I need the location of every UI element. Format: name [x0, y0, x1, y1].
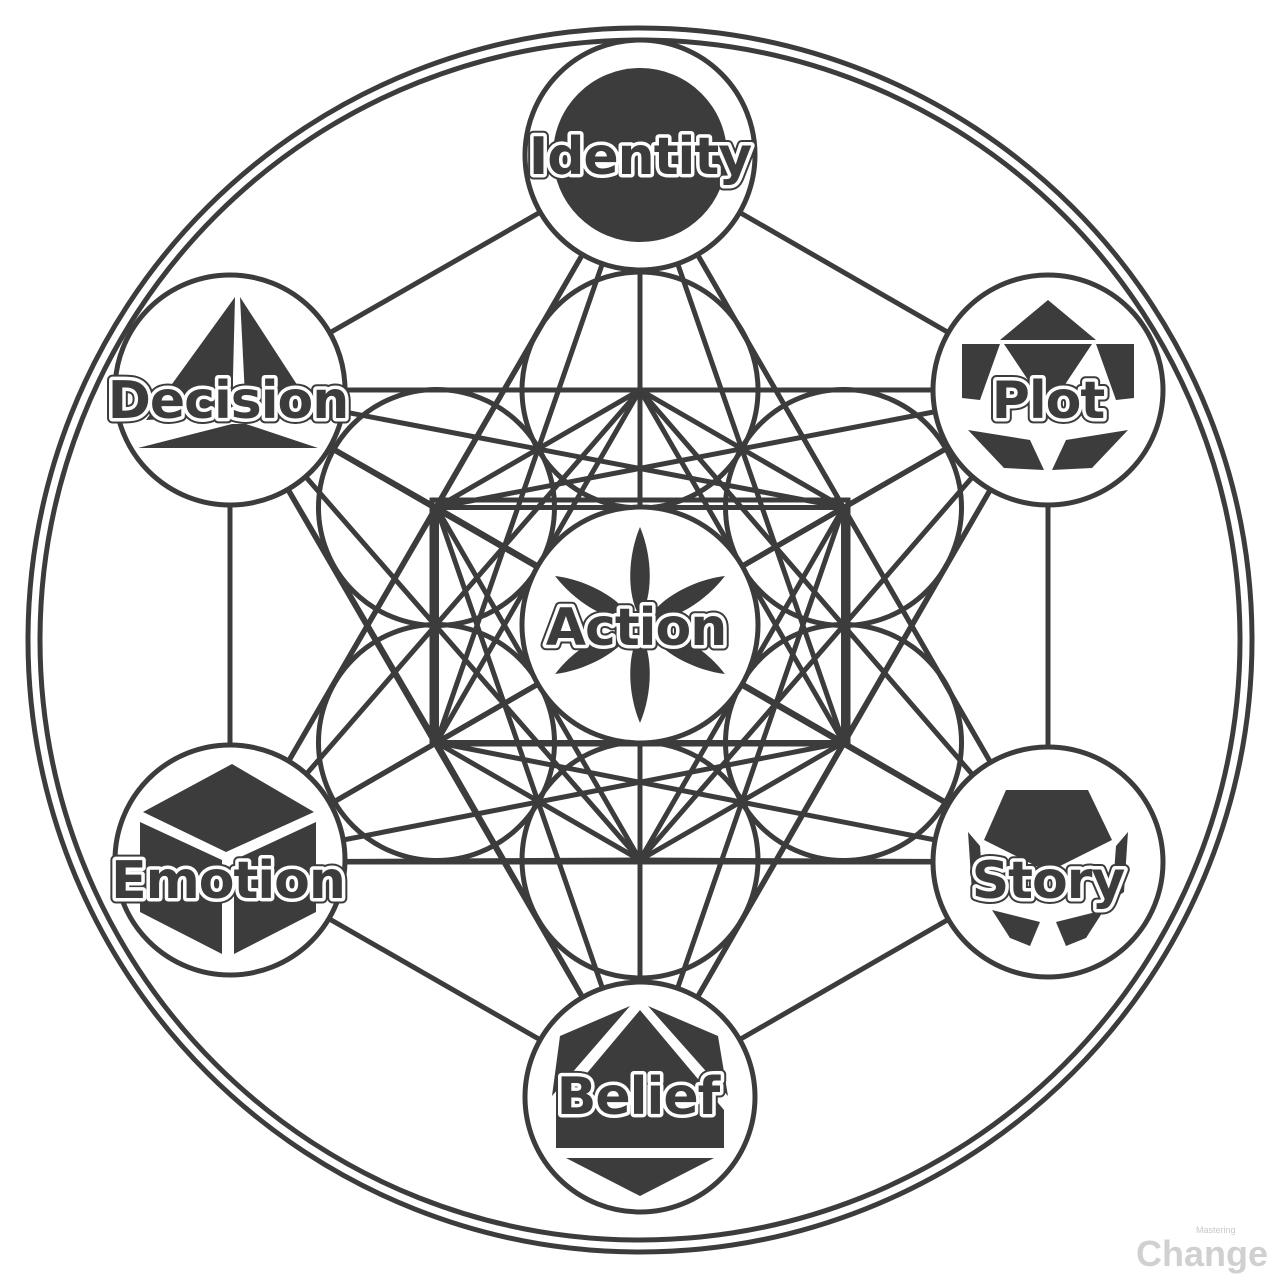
flower-petal — [646, 576, 725, 622]
action-label-outline: Action — [546, 598, 727, 658]
watermark-logo: Mastering Change — [1136, 1225, 1268, 1274]
emotion-label: Emotion — [111, 851, 345, 911]
story-label: Story — [972, 851, 1125, 911]
decision-label: Decision — [108, 371, 349, 431]
node-belief: Belief Belief — [522, 979, 758, 1215]
inner-circle — [315, 387, 557, 628]
watermark-bottom: Change — [1136, 1233, 1268, 1274]
identity-label-outline: Identity — [529, 127, 751, 187]
decision-label-outline: Decision — [108, 371, 349, 431]
node-identity: Identity Identity — [522, 37, 758, 273]
flower-petal — [630, 527, 650, 617]
node-action: Action Action — [519, 504, 761, 746]
plot-label-outline: Plot — [992, 371, 1105, 431]
flower-petal — [555, 576, 634, 622]
sphere-icon — [553, 68, 727, 242]
dodecahedron-icon — [968, 790, 1128, 946]
belief-label: Belief — [557, 1067, 722, 1127]
flower-petal — [646, 628, 725, 674]
node-story: Story Story — [930, 744, 1166, 980]
story-label-outline: Story — [972, 851, 1125, 911]
cube-icon — [140, 764, 316, 954]
action-label: Action — [546, 598, 727, 658]
flower-petal — [630, 633, 650, 723]
emotion-label-outline: Emotion — [111, 851, 345, 911]
tetrahedron-icon — [138, 297, 320, 448]
belief-label-outline: Belief — [557, 1067, 722, 1127]
plot-label: Plot — [992, 371, 1105, 431]
flower-petal — [555, 628, 634, 674]
octahedron-icon — [552, 1006, 728, 1196]
node-decision: Decision Decision — [102, 272, 355, 508]
flower-icon — [555, 527, 725, 723]
node-plot: Plot Plot — [930, 272, 1166, 508]
identity-label: Identity — [529, 127, 751, 187]
node-emotion: Emotion Emotion — [106, 742, 351, 978]
watermark-top: Mastering — [1196, 1225, 1236, 1235]
icosahedron-icon — [962, 300, 1134, 470]
